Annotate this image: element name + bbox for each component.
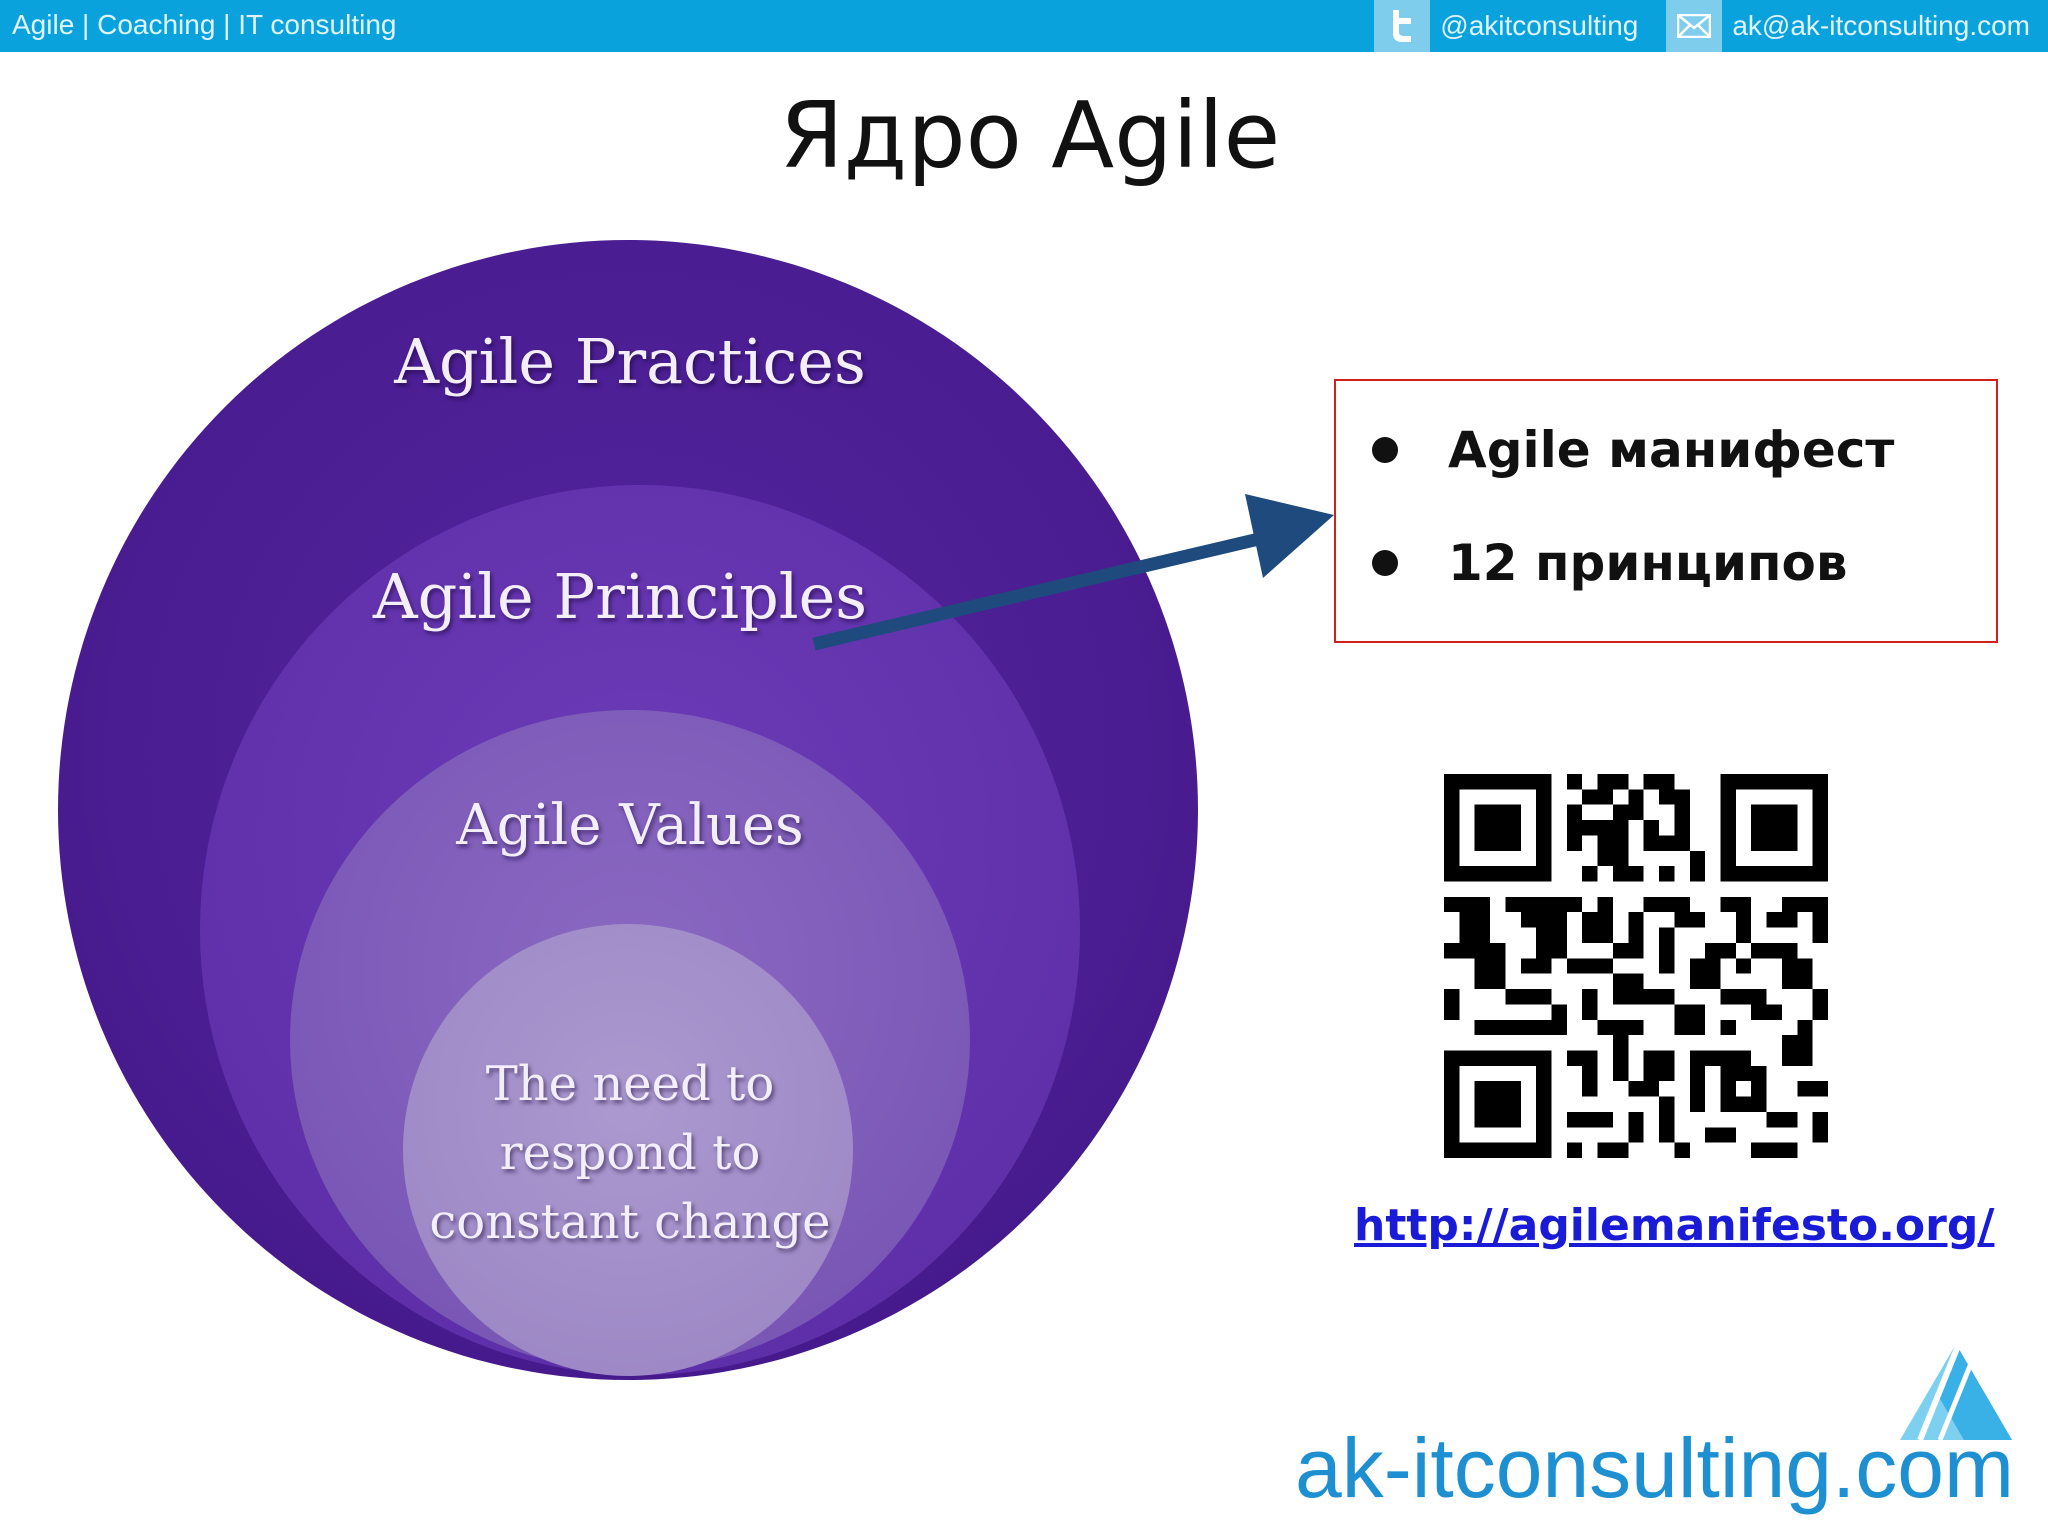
triangle-logo-icon bbox=[1900, 1336, 2012, 1442]
company-logo-text: ak-itconsulting.com bbox=[1295, 1421, 2014, 1515]
bullet-dot-icon bbox=[1372, 550, 1398, 576]
tagline: Agile | Coaching | IT consulting bbox=[12, 9, 397, 40]
circle-core-need bbox=[403, 924, 853, 1376]
contact-area: @akitconsulting ak@ak-itconsulting.com bbox=[1374, 0, 2030, 52]
label-agile-principles: Agile Principles bbox=[372, 560, 868, 633]
email-address[interactable]: ak@ak-itconsulting.com bbox=[1732, 10, 2030, 41]
bullet-text-principles: 12 принципов bbox=[1448, 534, 1848, 592]
bullet-dot-icon bbox=[1372, 437, 1398, 463]
core-need-line-3: constant change bbox=[429, 1194, 831, 1250]
label-agile-values: Agile Values bbox=[456, 793, 804, 858]
agile-manifesto-link[interactable]: http://agilemanifesto.org/ bbox=[1354, 1200, 1995, 1251]
label-core-need: The need to respond to constant change bbox=[400, 1050, 860, 1257]
twitter-icon bbox=[1374, 0, 1431, 52]
slide-title: Ядро Agile bbox=[779, 82, 1281, 189]
label-agile-practices: Agile Practices bbox=[394, 325, 866, 398]
core-need-line-1: The need to bbox=[485, 1056, 775, 1112]
core-need-line-2: respond to bbox=[499, 1125, 761, 1181]
bullet-item: 12 принципов bbox=[1372, 534, 1848, 592]
bullet-item: Agile манифест bbox=[1372, 421, 1894, 479]
top-bar: Agile | Coaching | IT consulting @akitco… bbox=[0, 0, 2048, 52]
qr-code-icon bbox=[1444, 774, 1828, 1158]
twitter-handle[interactable]: @akitconsulting bbox=[1440, 10, 1639, 41]
bullet-box: Agile манифест 12 принципов bbox=[1334, 379, 1998, 643]
mail-icon bbox=[1666, 0, 1723, 52]
bullet-text-manifesto: Agile манифест bbox=[1448, 421, 1895, 479]
